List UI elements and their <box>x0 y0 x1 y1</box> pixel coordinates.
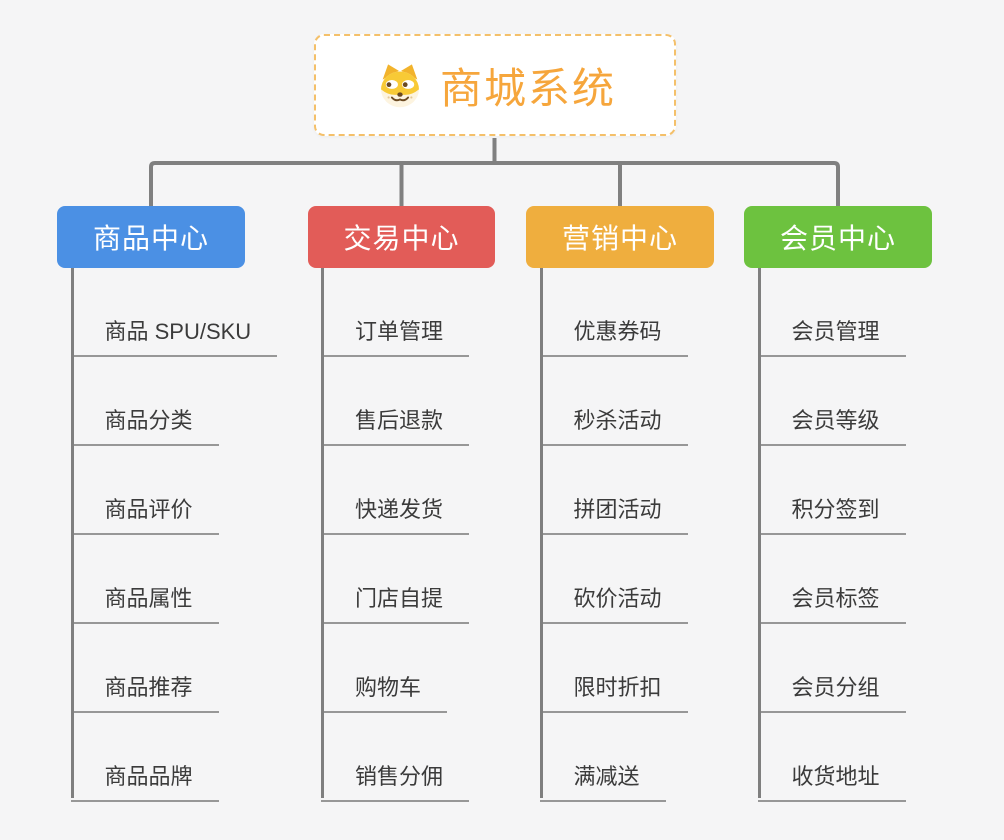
branch-label: 营销中心 <box>561 223 678 254</box>
item-label: 满减送 <box>539 759 666 802</box>
item-label: 售后退款 <box>321 403 470 446</box>
item-label: 商品评价 <box>70 492 219 535</box>
branch-label: 商品中心 <box>92 223 209 254</box>
branch-product-children: 商品 SPU/SKU 商品分类 商品评价 商品属性 商品推荐 商品品牌 <box>70 268 321 802</box>
item-label: 商品推荐 <box>70 670 219 713</box>
branch-line <box>757 268 761 798</box>
item-label: 砍价活动 <box>539 581 688 624</box>
list-item[interactable]: 会员等级 <box>757 357 1004 446</box>
dog-icon <box>381 64 419 108</box>
branch-trade-children: 订单管理 售后退款 快递发货 门店自提 购物车 销售分佣 <box>321 268 571 802</box>
branch-member-center[interactable]: 会员中心 <box>744 206 932 268</box>
list-item[interactable]: 积分签到 <box>757 446 1004 535</box>
item-label: 会员分组 <box>757 670 906 713</box>
item-label: 会员等级 <box>757 403 906 446</box>
branch-label: 会员中心 <box>779 223 896 254</box>
branch-product-center[interactable]: 商品中心 <box>57 206 245 268</box>
item-label: 会员标签 <box>757 581 906 624</box>
item-label: 优惠券码 <box>539 314 688 357</box>
list-item[interactable]: 商品 SPU/SKU <box>70 268 321 357</box>
item-label: 商品分类 <box>70 403 219 446</box>
branch-trade-center[interactable]: 交易中心 <box>308 206 495 268</box>
item-label: 商品 SPU/SKU <box>70 314 278 357</box>
list-item[interactable]: 会员标签 <box>757 535 1004 624</box>
branch-member-children: 会员管理 会员等级 积分签到 会员标签 会员分组 收货地址 <box>757 268 1004 802</box>
list-item[interactable]: 订单管理 <box>321 268 571 357</box>
list-item[interactable]: 秒杀活动 <box>539 357 790 446</box>
list-item[interactable]: 限时折扣 <box>539 624 790 713</box>
list-item[interactable]: 拼团活动 <box>539 446 790 535</box>
list-item[interactable]: 会员管理 <box>757 268 1004 357</box>
item-label: 秒杀活动 <box>539 403 688 446</box>
item-label: 订单管理 <box>321 314 470 357</box>
item-label: 购物车 <box>321 670 448 713</box>
list-item[interactable]: 收货地址 <box>757 713 1004 802</box>
list-item[interactable]: 快递发货 <box>321 446 571 535</box>
item-label: 商品品牌 <box>70 759 219 802</box>
branch-label: 交易中心 <box>343 223 460 254</box>
list-item[interactable]: 商品属性 <box>70 535 321 624</box>
root-title: 商城系统 <box>439 64 616 112</box>
item-label: 快递发货 <box>321 492 470 535</box>
list-item[interactable]: 商品品牌 <box>70 713 321 802</box>
item-label: 拼团活动 <box>539 492 688 535</box>
item-label: 限时折扣 <box>539 670 688 713</box>
branch-marketing-children: 优惠券码 秒杀活动 拼团活动 砍价活动 限时折扣 满减送 <box>539 268 790 802</box>
branch-line <box>70 268 74 798</box>
list-item[interactable]: 售后退款 <box>321 357 571 446</box>
item-label: 销售分佣 <box>321 759 470 802</box>
item-label: 商品属性 <box>70 581 219 624</box>
branch-line <box>539 268 543 798</box>
list-item[interactable]: 砍价活动 <box>539 535 790 624</box>
branch-marketing-center[interactable]: 营销中心 <box>526 206 714 268</box>
branch-line <box>321 268 324 798</box>
list-item[interactable]: 销售分佣 <box>321 713 571 802</box>
root-node[interactable]: 商城系统 <box>314 34 676 136</box>
list-item[interactable]: 购物车 <box>321 624 571 713</box>
item-label: 会员管理 <box>757 314 906 357</box>
list-item[interactable]: 商品推荐 <box>70 624 321 713</box>
list-item[interactable]: 优惠券码 <box>539 268 790 357</box>
item-label: 收货地址 <box>757 759 906 802</box>
list-item[interactable]: 满减送 <box>539 713 790 802</box>
item-label: 门店自提 <box>321 581 470 624</box>
list-item[interactable]: 门店自提 <box>321 535 571 624</box>
list-item[interactable]: 商品评价 <box>70 446 321 535</box>
list-item[interactable]: 商品分类 <box>70 357 321 446</box>
item-label: 积分签到 <box>757 492 906 535</box>
list-item[interactable]: 会员分组 <box>757 624 1004 713</box>
